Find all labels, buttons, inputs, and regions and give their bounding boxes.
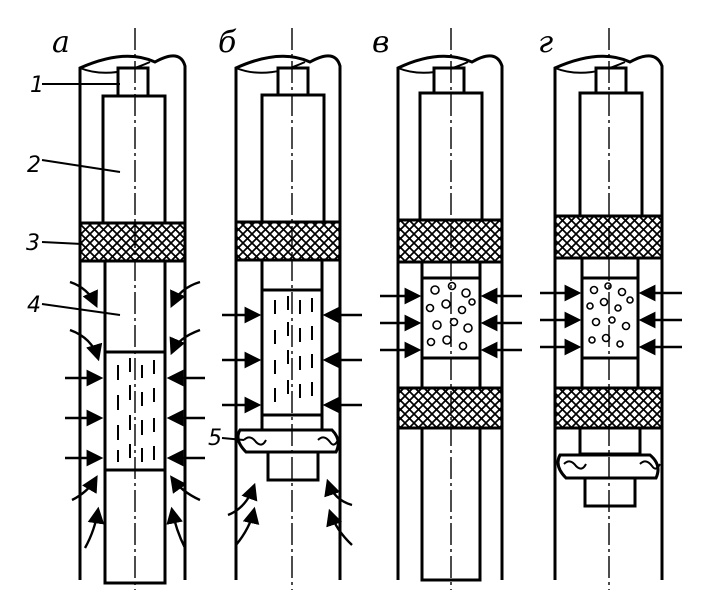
- callout-1: 1: [30, 73, 44, 98]
- flow-arrows-g: [540, 284, 682, 356]
- panel-a: а: [26, 25, 205, 590]
- flow-arrows-a: [65, 280, 205, 549]
- casing: [78, 54, 187, 580]
- filter-element: [274, 296, 313, 402]
- panel-g: г: [538, 25, 682, 590]
- porous-filter: [425, 281, 476, 351]
- casing-cut: [79, 61, 151, 74]
- flow-arrows-v: [380, 287, 522, 359]
- tubing: [101, 94, 167, 226]
- panel-b: б 5: [208, 25, 362, 590]
- rod: [116, 66, 150, 100]
- packer: [78, 221, 187, 263]
- panel-v: в: [372, 25, 522, 590]
- flow-arrows-b: [222, 306, 362, 546]
- panel-g-label: г: [538, 25, 553, 60]
- panel-a-label: а: [52, 25, 70, 60]
- porous-filter: [586, 282, 634, 348]
- callout-4: 4: [27, 293, 41, 318]
- filter-element: [117, 358, 155, 462]
- callout-5: 5: [208, 426, 222, 451]
- callout-2: 2: [27, 153, 41, 178]
- panel-b-label: б: [218, 25, 237, 60]
- callout-3: 3: [26, 231, 40, 256]
- panel-v-label: в: [372, 25, 389, 60]
